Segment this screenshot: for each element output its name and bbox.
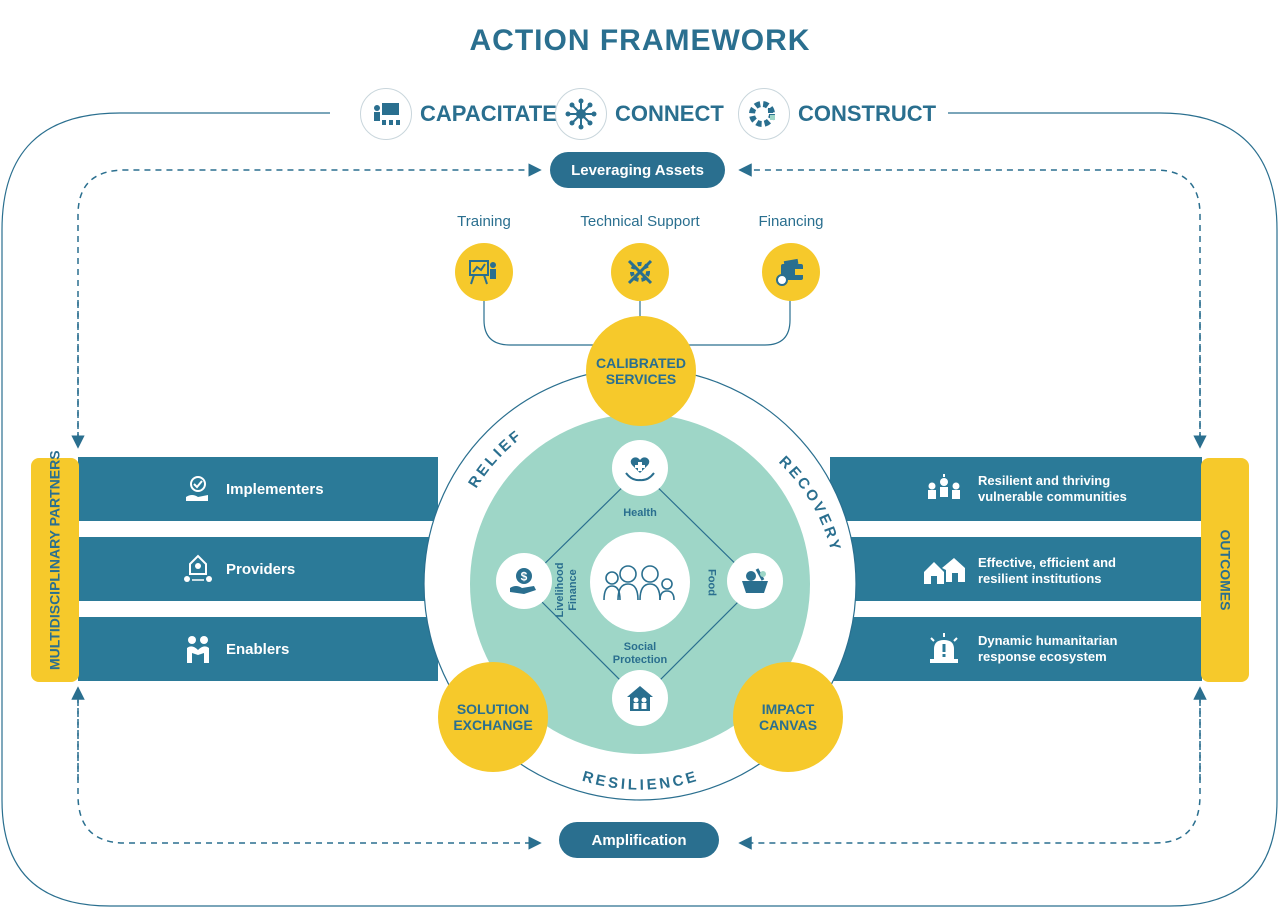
health-label: Health [623, 507, 657, 519]
outcome-band-3 [830, 617, 1202, 681]
service-label: Technical Support [580, 213, 700, 230]
pillar-connect: CONNECT [555, 88, 724, 140]
outcome-line1: Resilient and thriving [978, 473, 1111, 488]
partner-implementers: Implementers [180, 471, 324, 507]
svg-text:$: $ [521, 570, 528, 584]
outcomes-tab: OUTCOMES [1201, 458, 1249, 682]
service-financing: Financing [731, 213, 851, 301]
partner-label: Providers [226, 560, 296, 578]
bottom-right-dashed-arrow [738, 700, 1201, 850]
alarm-icon [922, 631, 966, 667]
partner-band-3 [78, 617, 438, 681]
tools-icon [611, 243, 669, 301]
houses-icon [922, 553, 966, 589]
outcome-band-2 [830, 537, 1202, 601]
outcome-line1: Effective, efficient and [978, 555, 1116, 570]
bottom-left-dashed-arrow [77, 700, 542, 850]
outcome-line2: vulnerable communities [978, 489, 1127, 504]
family-icon [603, 565, 675, 601]
pillar-label: CAPACITATE [420, 101, 557, 126]
page-title: ACTION FRAMEWORK [469, 24, 811, 58]
outcome-line2: response ecosystem [978, 649, 1107, 664]
multidisciplinary-partners-tab: MULTIDISCIPLINARY PARTNERS [31, 450, 79, 682]
food-label: Food [705, 569, 718, 596]
health-heart-icon [612, 440, 668, 496]
wallet-icon [762, 243, 820, 301]
partner-providers: Providers [180, 551, 295, 587]
service-training: Training [424, 213, 544, 301]
livelihood-money-hand-icon: $ [496, 553, 552, 609]
partner-label: Implementers [226, 480, 324, 498]
partner-label: Enablers [226, 640, 290, 658]
solution-exchange-hub: SOLUTION EXCHANGE [438, 662, 548, 772]
impact-canvas-hub: IMPACT CANVAS [733, 662, 843, 772]
people-center [590, 532, 690, 632]
service-technical-support: Technical Support [580, 213, 700, 301]
amplification-pill: Amplification [559, 822, 719, 858]
calibrated-services-hub: CALIBRATED SERVICES [586, 316, 696, 426]
leveraging-assets-pill: Leveraging Assets [550, 152, 725, 188]
pillar-construct: CONSTRUCT [738, 88, 936, 140]
community-icon [922, 471, 966, 507]
service-label: Financing [758, 213, 824, 230]
house-people-icon [180, 551, 216, 587]
outcome-line1: Dynamic humanitarian [978, 633, 1118, 648]
calibrated-services-label: CALIBRATED SERVICES [596, 355, 686, 387]
outer-frame [1, 112, 1278, 907]
presentation-icon [455, 243, 513, 301]
service-label: Training [457, 213, 511, 230]
partner-enablers: Enablers [180, 631, 289, 667]
partner-band-1 [78, 457, 438, 521]
social-protection-house-icon [612, 670, 668, 726]
hand-badge-icon [180, 471, 216, 507]
food-basket-icon [727, 553, 783, 609]
solution-exchange-label: SOLUTION EXCHANGE [453, 701, 533, 733]
impact-canvas-label: IMPACT CANVAS [758, 701, 818, 733]
outcome-band-1 [830, 457, 1202, 521]
social-protection-label: Social Protection [612, 641, 668, 666]
pillar-label: CONSTRUCT [798, 101, 937, 126]
trainer-board-icon [360, 88, 412, 140]
gear-build-icon [738, 88, 790, 140]
handshake-icon [180, 631, 216, 667]
network-icon [555, 88, 607, 140]
pillar-label: CONNECT [615, 101, 724, 126]
outcome-line2: resilient institutions [978, 571, 1102, 586]
partner-band-2 [78, 537, 438, 601]
livelihood-finance-label: Livelihood Finance [554, 562, 579, 618]
pillar-capacitate: CAPACITATE [360, 88, 557, 140]
